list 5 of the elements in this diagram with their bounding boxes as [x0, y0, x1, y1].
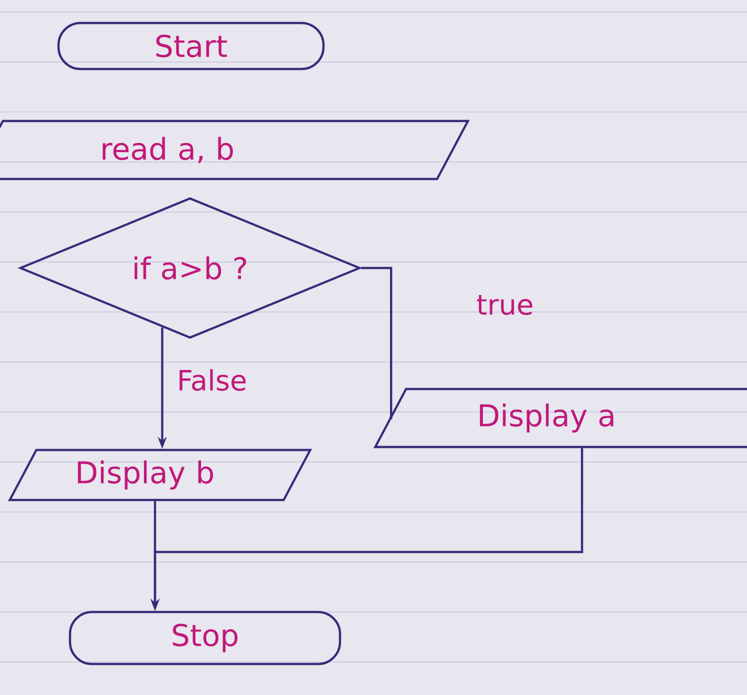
terminal-box: Stop	[68, 610, 342, 666]
edge-label: true	[477, 294, 532, 316]
io-parallelogram: read a, b	[0, 120, 470, 180]
edge-label: False	[180, 369, 246, 391]
terminal-box: Start	[57, 22, 325, 70]
